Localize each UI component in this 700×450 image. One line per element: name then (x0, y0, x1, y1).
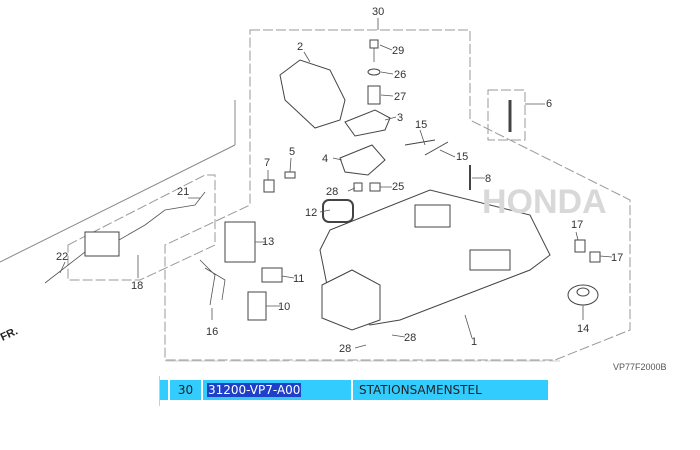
callout-30: 30 (372, 6, 384, 18)
cover-part-10 (247, 291, 267, 321)
callout-26: 26 (394, 69, 406, 81)
callout-labels: 30 2 29 26 27 3 6 15 15 5 7 4 8 28 25 21… (56, 6, 623, 355)
assembly-frame-18 (67, 174, 216, 281)
gasket-part-12 (322, 199, 354, 223)
callout-18: 18 (131, 280, 143, 292)
callout-4: 4 (322, 153, 328, 165)
callout-28c: 28 (404, 332, 416, 344)
callout-15: 15 (415, 119, 427, 131)
part-description: STATIONSAMENSTEL (353, 380, 548, 400)
washer-part-26 (367, 68, 381, 76)
part-number[interactable]: 31200-VP7-A00 (207, 383, 302, 397)
callout-11: 11 (293, 273, 304, 285)
callout-8: 8 (485, 173, 491, 185)
callout-27: 27 (394, 91, 406, 103)
front-direction-label: FR. (0, 325, 20, 343)
clip-part-17 (574, 239, 586, 253)
callout-13: 13 (262, 236, 274, 248)
callout-16: 16 (206, 326, 218, 338)
callout-12: 12 (305, 207, 317, 219)
assembly-frame-30 (164, 29, 631, 361)
callout-21: 21 (177, 186, 189, 198)
bolt-part-29 (369, 39, 379, 49)
callout-3: 3 (397, 112, 403, 124)
callout-5: 5 (289, 146, 295, 158)
honda-watermark: HONDA (482, 183, 607, 221)
diagram-code: VP77F2000B (613, 362, 667, 372)
connector-part-11 (261, 267, 283, 283)
callout-28: 28 (326, 186, 338, 198)
collar-part-27 (367, 85, 381, 105)
nut-part-25 (369, 182, 381, 192)
frame-6 (487, 89, 526, 141)
callout-17: 17 (571, 219, 583, 231)
part-number-cell[interactable]: 31200-VP7-A00 (203, 380, 353, 400)
callout-2: 2 (297, 41, 303, 53)
clip-part-7 (263, 179, 275, 193)
row-divider (159, 376, 160, 406)
callout-7: 7 (264, 157, 270, 169)
callout-29: 29 (392, 45, 404, 57)
ref-number: 30 (170, 380, 203, 400)
cable-part-21 (44, 191, 206, 284)
cover-part-2 (279, 59, 346, 129)
callout-1: 1 (471, 336, 477, 348)
wiring-part-16 (199, 259, 226, 306)
pcb-part-13 (224, 221, 256, 263)
parts-table-row[interactable]: 30 31200-VP7-A00 STATIONSAMENSTEL (160, 380, 548, 400)
callout-10: 10 (278, 301, 290, 313)
callout-17b: 17 (611, 252, 623, 264)
boundary-line (0, 144, 236, 263)
callout-25: 25 (392, 181, 404, 193)
leader-lines (59, 18, 613, 349)
screw-part-5 (284, 171, 296, 179)
pin-part-15 (404, 139, 449, 156)
bracket-part-3 (344, 109, 391, 137)
screw-part-28 (353, 182, 363, 192)
callout-28b: 28 (339, 343, 351, 355)
callout-6: 6 (546, 98, 552, 110)
bracket-part-4 (339, 144, 386, 176)
transformer-part-22 (84, 231, 120, 257)
callout-14: 14 (577, 323, 589, 335)
callout-15b: 15 (456, 151, 468, 163)
base-station-housing (321, 269, 381, 331)
callout-22: 22 (56, 251, 68, 263)
row-marker (160, 380, 170, 400)
